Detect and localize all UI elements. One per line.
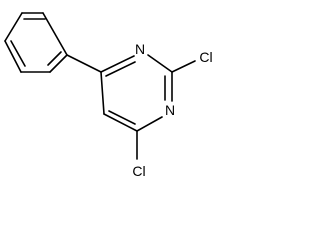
- bond-c5-c6: [100, 71, 105, 115]
- phenyl-ring: [4, 12, 68, 73]
- bond-c6-n1-inner: [105, 61, 136, 77]
- bond-ph4-ph5: [4, 40, 22, 73]
- molecule-structure: N N Cl Cl: [4, 12, 213, 179]
- atom-label-cl-4: Cl: [132, 163, 145, 179]
- bond-ph1-ph2: [42, 12, 68, 56]
- bond-c2-cl: [171, 60, 196, 73]
- atom-label-n3: N: [165, 102, 175, 118]
- bond-n3-c4: [136, 116, 163, 132]
- atom-label-cl-2: Cl: [199, 49, 212, 65]
- bond-ph6-ph1-inner: [47, 51, 62, 66]
- bond-n1-c2: [147, 54, 173, 73]
- bond-ph3-ph4: [4, 12, 23, 42]
- bond-c6-n1: [100, 55, 135, 73]
- bond-ph4-ph5-inner: [10, 40, 26, 67]
- bond-ph6-ph1: [49, 54, 68, 73]
- bond-ph1-c6: [66, 54, 102, 73]
- atom-label-n1: N: [135, 41, 145, 57]
- pyrimidine-ring: [100, 54, 173, 132]
- bond-c4-c5-inner: [108, 110, 136, 125]
- bond-c4-c5: [103, 113, 138, 132]
